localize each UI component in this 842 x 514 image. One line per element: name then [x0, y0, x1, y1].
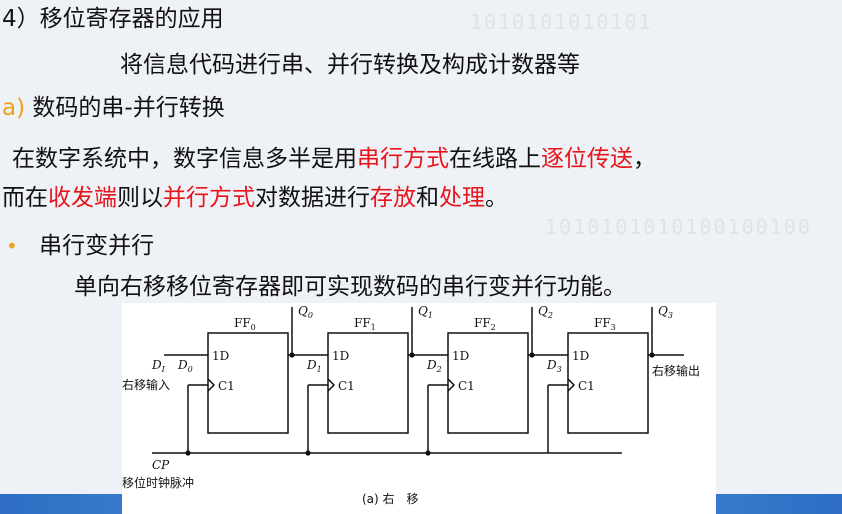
bullet-title: 串行变并行: [39, 233, 155, 259]
ff1-c-pin: C1: [338, 379, 355, 393]
paragraph-text: ，: [633, 146, 656, 172]
ff1-label: FF1: [354, 316, 376, 332]
ff2-c-pin: C1: [458, 379, 475, 393]
ff3-d-pin: 1D: [572, 349, 589, 363]
ff2-label: FF2: [474, 316, 496, 332]
serial-output-label: 右移输出: [652, 363, 700, 378]
ff0-d-pin: 1D: [212, 349, 229, 363]
paragraph-line-2: 而在收发端则以并行方式对数据进行存放和处理。: [2, 183, 508, 213]
d2-label: D2: [426, 358, 442, 374]
background-decoration: 1010101010100100100: [545, 215, 812, 239]
diagram-caption: (a) 右 移: [362, 491, 419, 506]
section-a-title: a) 数码的串-并行转换: [2, 93, 225, 123]
paragraph-text: 对数据进行: [255, 185, 370, 211]
ff1-box: [327, 332, 409, 434]
paragraph-text: 和: [416, 185, 439, 211]
highlight-processing: 处理: [439, 185, 485, 211]
bullet-item: • 串行变并行: [6, 231, 154, 261]
ff2-d-pin: 1D: [452, 349, 469, 363]
heading: 4）移位寄存器的应用: [2, 4, 224, 34]
section-a-title-text: 数码的串-并行转换: [32, 95, 225, 121]
highlight-parallel-mode: 并行方式: [163, 185, 255, 211]
shift-register-diagram: FF0 FF1 FF2 FF3 Q0 Q1 Q2 Q3 1D C1 1D C1 …: [122, 303, 716, 514]
bullet-dot-icon: •: [6, 234, 18, 258]
clock-label: CP: [152, 458, 170, 472]
background-decoration: 1010101010101: [470, 10, 653, 34]
bullet-description-text: 单向右移移位寄存器即可实现数码的串行变并行功能。: [74, 274, 626, 300]
ff2-box: [447, 332, 529, 434]
input-di-label: DI: [151, 358, 166, 374]
ff0-c-pin: C1: [218, 379, 235, 393]
subtitle: 将信息代码进行串、并行转换及构成计数器等: [120, 50, 580, 80]
q3-label: Q3: [658, 304, 673, 320]
q1-label: Q1: [418, 304, 433, 320]
paragraph-line-1: 在数字系统中，数字信息多半是用串行方式在线路上逐位传送，: [12, 144, 656, 174]
bullet-description: 单向右移移位寄存器即可实现数码的串行变并行功能。: [74, 272, 626, 302]
ff1-d-pin: 1D: [332, 349, 349, 363]
d1-label: D1: [306, 358, 322, 374]
d3-label: D3: [546, 358, 562, 374]
serial-input-label: 右移输入: [122, 377, 170, 392]
highlight-serial-mode: 串行方式: [357, 146, 449, 172]
paragraph-text: 。: [485, 185, 508, 211]
paragraph-text: 在数字系统中，数字信息多半是用: [12, 146, 357, 172]
ff3-c-pin: C1: [578, 379, 595, 393]
d0-label: D0: [177, 358, 193, 374]
circuit-svg: FF0 FF1 FF2 FF3 Q0 Q1 Q2 Q3 1D C1 1D C1 …: [122, 304, 700, 506]
section-a-marker: a): [2, 95, 26, 121]
highlight-transceiver: 收发端: [48, 185, 117, 211]
subtitle-text: 将信息代码进行串、并行转换及构成计数器等: [120, 52, 580, 78]
highlight-bit-transfer: 逐位传送: [541, 146, 633, 172]
ff3-box: [567, 332, 649, 434]
q2-label: Q2: [538, 304, 553, 320]
ff0-box: [207, 332, 289, 434]
paragraph-text: 而在: [2, 185, 48, 211]
paragraph-text: 则以: [117, 185, 163, 211]
heading-text: 4）移位寄存器的应用: [2, 6, 224, 32]
paragraph-text: 在线路上: [449, 146, 541, 172]
clock-desc-label: 移位时钟脉冲: [122, 475, 194, 490]
ff0-label: FF0: [234, 316, 256, 332]
highlight-storage: 存放: [370, 185, 416, 211]
q0-label: Q0: [298, 304, 313, 320]
ff3-label: FF3: [594, 316, 616, 332]
